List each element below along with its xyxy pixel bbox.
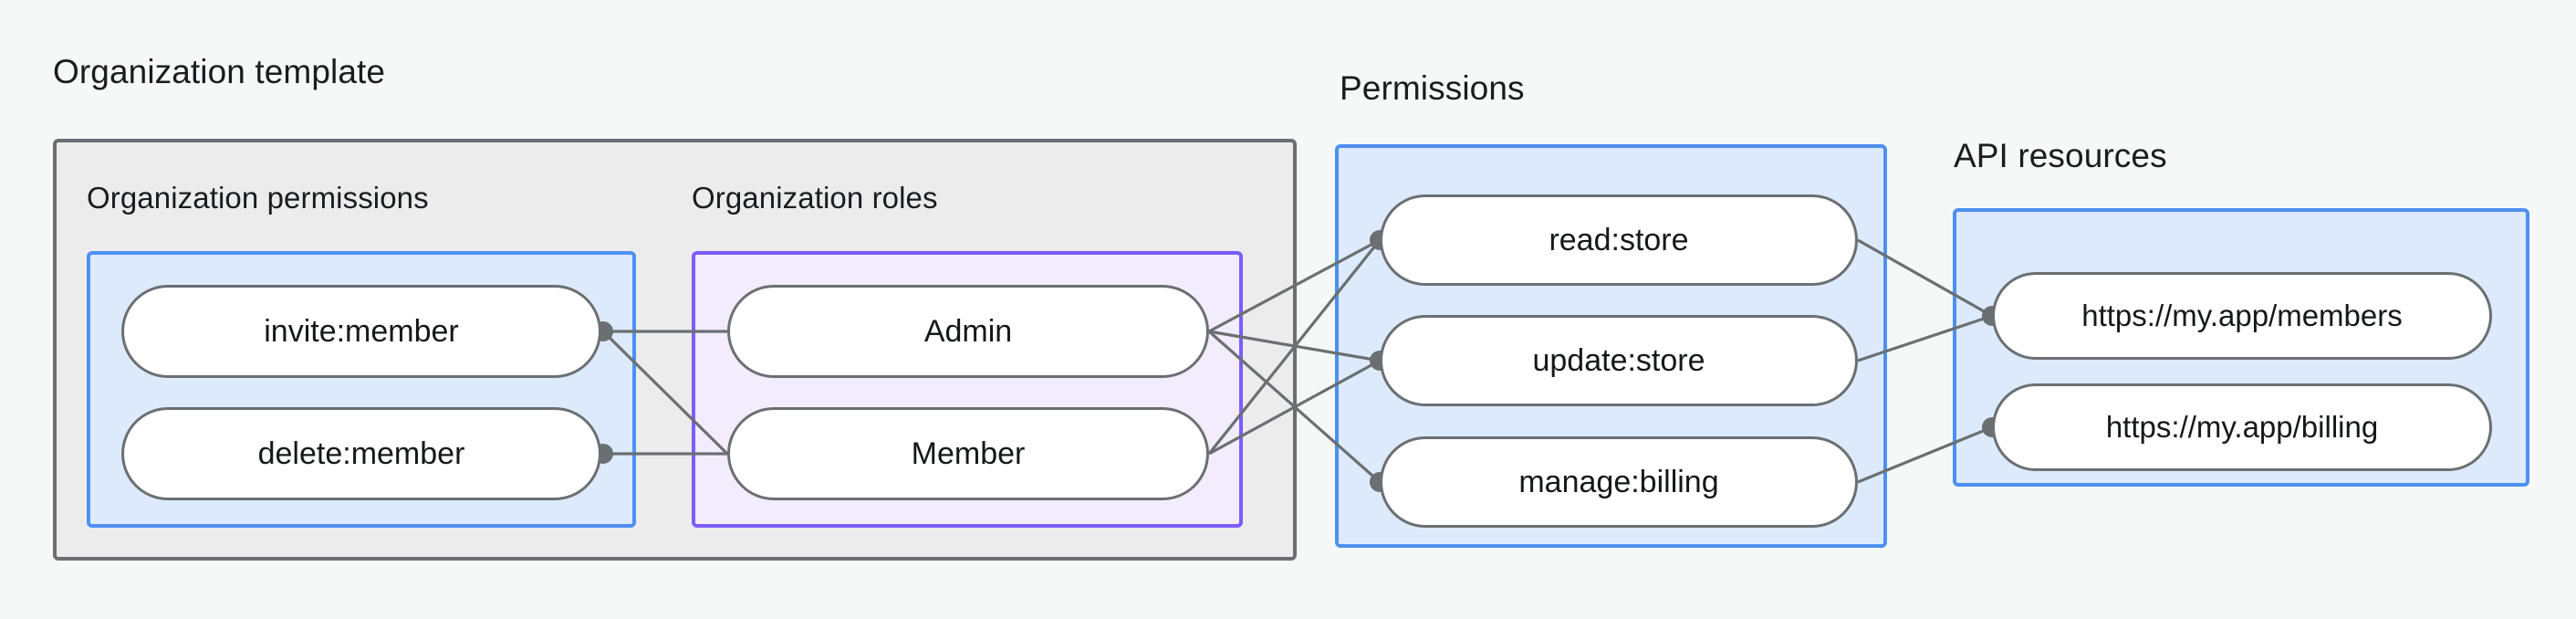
node-members-url[interactable]: https://my.app/members (1992, 272, 2492, 360)
organization-template-title: Organization template (53, 53, 386, 90)
edge-manage-billing-to-billing-url (1857, 425, 1993, 484)
node-manage-billing[interactable]: manage:billing (1380, 436, 1858, 528)
node-billing-url-label: https://my.app/billing (2105, 410, 2379, 444)
edge-member-to-read-store (1207, 239, 1382, 455)
permissions-title: Permissions (1340, 69, 1525, 107)
node-read-store-label: read:store (1549, 222, 1689, 257)
node-manage-billing-label: manage:billing (1518, 464, 1719, 499)
node-delete-member[interactable]: delete:member (121, 407, 601, 500)
node-admin[interactable]: Admin (727, 285, 1209, 378)
node-delete-member-label: delete:member (257, 435, 465, 471)
node-read-store[interactable]: read:store (1380, 194, 1858, 286)
edge-invite-member-to-member (601, 330, 729, 456)
edge-update-store-to-members-url (1857, 314, 1993, 362)
edge-admin-to-read-store (1208, 238, 1381, 333)
edge-read-store-to-members-url (1857, 238, 1993, 318)
node-update-store[interactable]: update:store (1380, 315, 1858, 406)
node-update-store-label: update:store (1532, 342, 1705, 378)
node-member[interactable]: Member (727, 407, 1209, 500)
node-admin-label: Admin (923, 313, 1013, 349)
api-resources-title: API resources (1954, 137, 2167, 174)
edge-member-to-update-store (1208, 359, 1381, 456)
organization-roles-title: Organization roles (692, 181, 938, 215)
node-invite-member[interactable]: invite:member (121, 285, 601, 378)
node-invite-member-label: invite:member (264, 313, 459, 349)
node-billing-url[interactable]: https://my.app/billing (1992, 383, 2492, 471)
node-member-label: Member (911, 435, 1026, 471)
organization-permissions-title: Organization permissions (87, 181, 429, 215)
node-members-url-label: https://my.app/members (2081, 299, 2403, 332)
